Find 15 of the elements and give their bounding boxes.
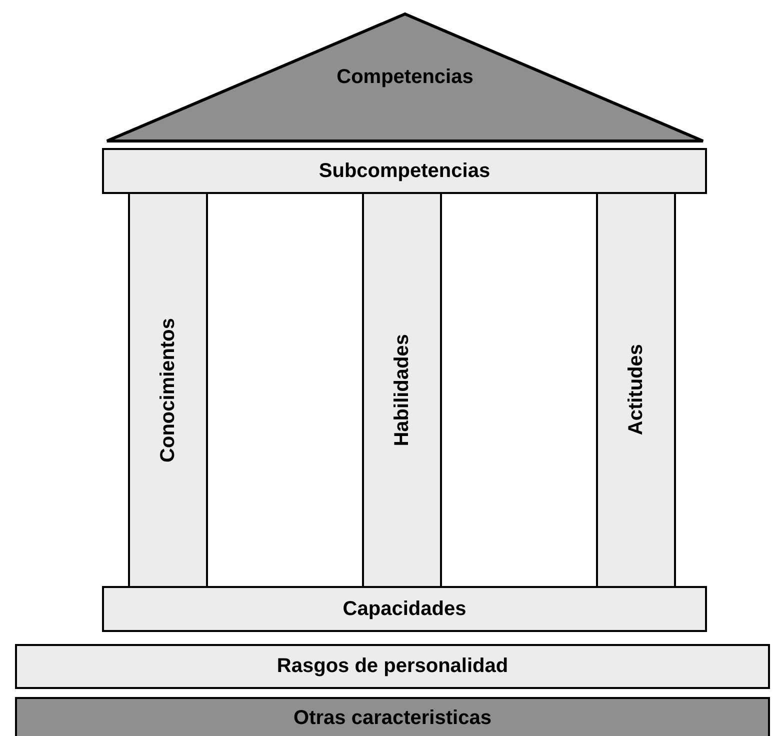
label: Competencias bbox=[336, 66, 474, 89]
pillar bbox=[596, 192, 676, 588]
label: Capacidades bbox=[342, 598, 466, 620]
foundation-bar bbox=[15, 697, 770, 736]
vertical-label: Habilidades bbox=[390, 334, 414, 446]
label: Otras caracteristicas bbox=[294, 706, 492, 730]
label: Subcompetencias bbox=[318, 160, 490, 182]
pillar bbox=[128, 192, 208, 588]
label: Rasgos de personalidad bbox=[276, 655, 508, 678]
vertical-label: Conocimientos bbox=[156, 318, 180, 462]
vertical-label: Actitudes bbox=[624, 344, 648, 436]
beam-bar bbox=[102, 148, 707, 194]
foundation-bar bbox=[15, 644, 770, 689]
base-bar bbox=[102, 586, 707, 632]
pillar bbox=[362, 192, 442, 588]
